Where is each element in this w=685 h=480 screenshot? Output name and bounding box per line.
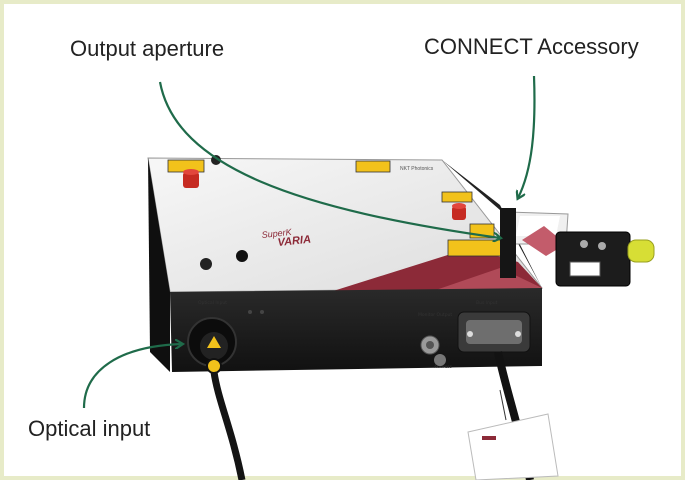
label-connect-accessory: CONNECT Accessory [424, 34, 639, 59]
optical-input-port [187, 317, 237, 374]
top-port [200, 258, 212, 270]
label-output-aperture: Output aperture [70, 36, 225, 61]
arrow-connect-accessory [518, 75, 536, 198]
connect-accessory-module [500, 208, 655, 287]
monitor-output-connector [420, 335, 446, 366]
port-label-address: Address [434, 364, 453, 370]
front-led [248, 310, 252, 314]
port-label-monitor-output: Monitor Output [418, 312, 452, 318]
top-port [236, 250, 248, 262]
label-optical-input: Optical input [28, 416, 151, 441]
device-accent-band-light [430, 268, 542, 292]
brand-line2: VARIA [277, 234, 312, 249]
maker-logo: NKT Photonics [400, 166, 434, 172]
fiber-cable [210, 371, 246, 480]
arrow-optical-input [82, 344, 182, 409]
arrow-output-aperture [158, 81, 500, 238]
front-led [260, 310, 264, 314]
port-label-bus-input: Bus Input [476, 300, 498, 306]
brand-line1: SuperK [261, 227, 293, 240]
red-knob [183, 169, 466, 220]
device-tag [467, 389, 559, 480]
device-left-side [148, 158, 170, 372]
bus-input-connector [457, 311, 531, 353]
device-front-face [170, 288, 542, 372]
port-label-optical-input: Optical Input [198, 300, 227, 306]
